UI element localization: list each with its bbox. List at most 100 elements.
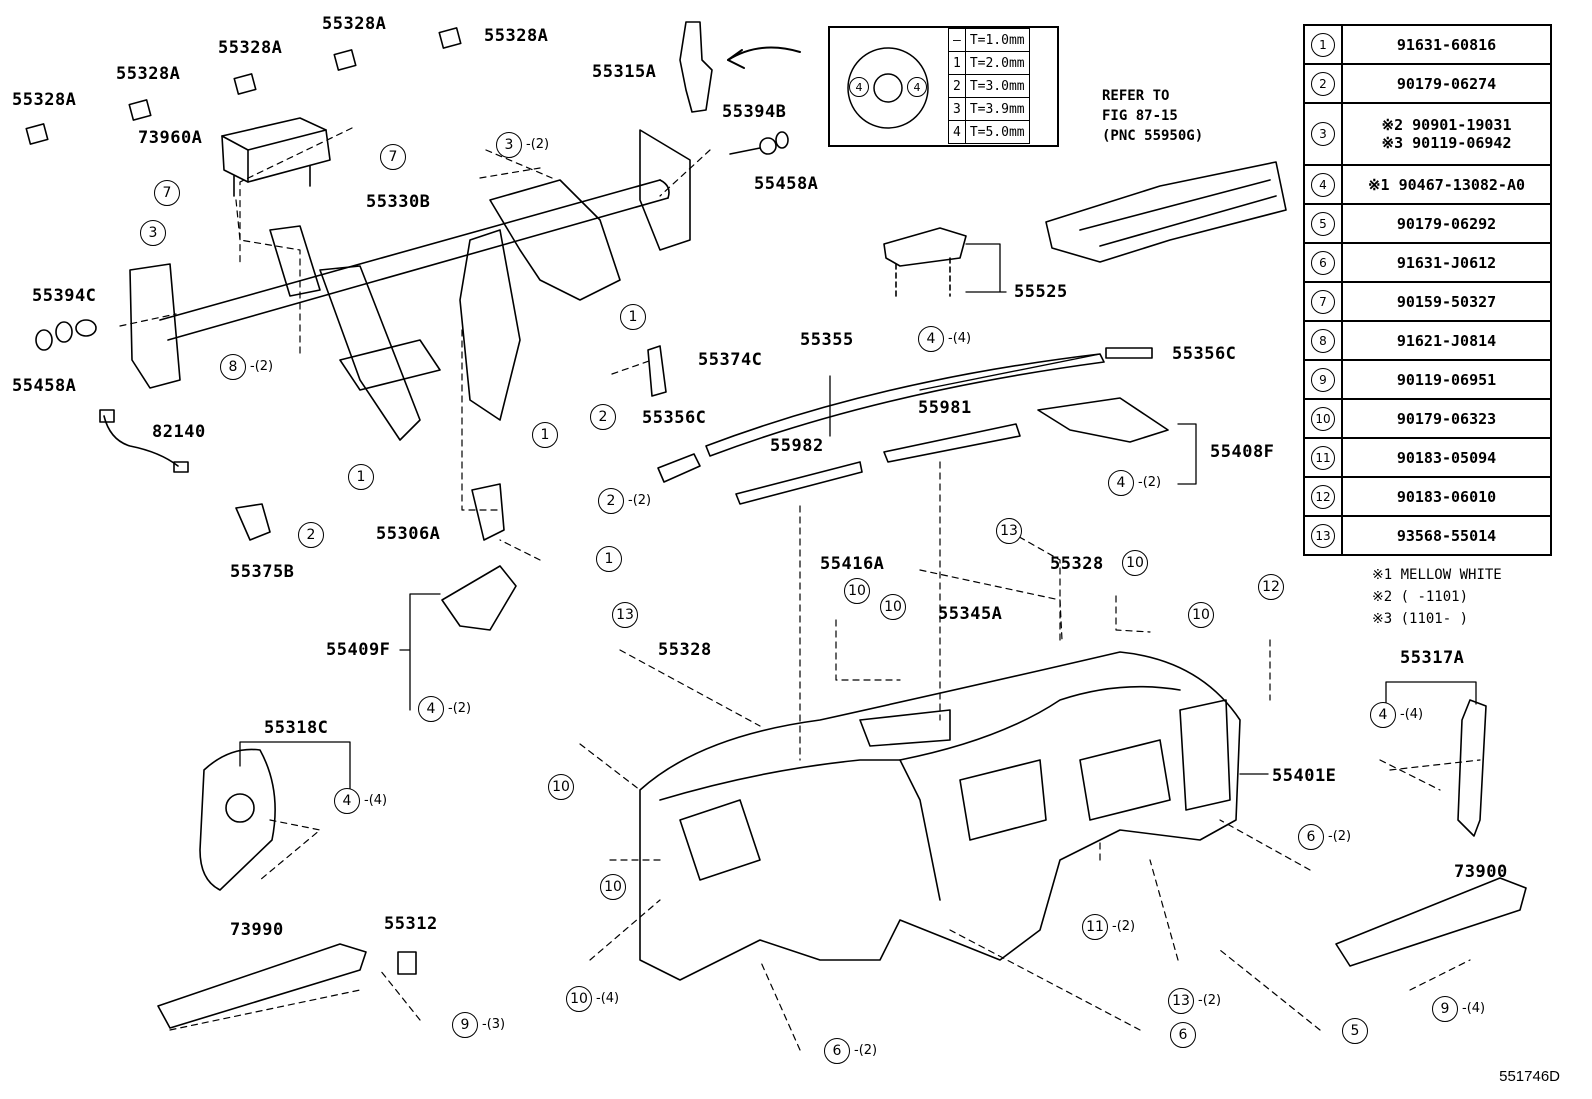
legend-number: 6 xyxy=(1311,250,1335,275)
callout-10: 10 xyxy=(566,986,592,1012)
callout-10: 10 xyxy=(548,774,574,800)
callout-qty: -(4) xyxy=(596,991,620,1006)
legend-part-number: 91631-60816 xyxy=(1341,24,1552,65)
callout-7: 7 xyxy=(380,144,406,170)
label-55330B: 55330B xyxy=(366,192,431,212)
callout-4: 4 xyxy=(334,788,360,814)
bracket-55374C xyxy=(647,345,667,397)
callout-13: 13 xyxy=(1168,988,1194,1014)
callout-qty: -(2) xyxy=(628,493,652,508)
label-55394B: 55394B xyxy=(722,102,787,122)
label-55345A: 55345A xyxy=(938,604,1003,624)
support-beam-55330B xyxy=(129,129,691,441)
label-55328A: 55328A xyxy=(218,38,283,58)
legend-part-number: ※1 90467-13082-A0 xyxy=(1341,164,1552,205)
callout-6: 6 xyxy=(1170,1022,1196,1048)
legend-number: 7 xyxy=(1311,289,1335,314)
callout-13: 13 xyxy=(996,518,1022,544)
callout-9: 9 xyxy=(452,1012,478,1038)
figure-code: 551746D xyxy=(1499,1068,1560,1085)
callout-10: 10 xyxy=(844,578,870,604)
label-55312: 55312 xyxy=(384,914,438,934)
label-73990: 73990 xyxy=(230,920,284,940)
callout-6: 6 xyxy=(824,1038,850,1064)
callout-1: 1 xyxy=(620,304,646,330)
label-55306A: 55306A xyxy=(376,524,441,544)
legend-number: 12 xyxy=(1311,484,1335,509)
legend-part-number: 90179-06323 xyxy=(1341,398,1552,439)
label-55458A: 55458A xyxy=(12,376,77,396)
label-73960A: 73960A xyxy=(138,128,203,148)
legend-number: 10 xyxy=(1311,406,1335,431)
legend-number: 3 xyxy=(1311,122,1335,146)
legend-part-number: 90119-06951 xyxy=(1341,359,1552,400)
clip-55312 xyxy=(397,951,417,975)
garnish-55355 xyxy=(705,353,1105,457)
label-55328: 55328 xyxy=(658,640,712,660)
label-55318C: 55318C xyxy=(264,718,329,738)
instrument-panel-55401E xyxy=(639,651,1241,981)
panel-55317A xyxy=(1457,699,1487,837)
callout-10: 10 xyxy=(880,594,906,620)
trim-73900 xyxy=(1335,877,1527,967)
label-55328A: 55328A xyxy=(322,14,387,34)
legend-number: 5 xyxy=(1311,211,1335,236)
legend-part-number: 90159-50327 xyxy=(1341,281,1552,322)
legend-part-number: 91621-J0814 xyxy=(1341,320,1552,361)
label-55401E: 55401E xyxy=(1272,766,1337,786)
legend-number: 4 xyxy=(1311,172,1335,197)
cover-55409F xyxy=(441,565,517,631)
label-55394C: 55394C xyxy=(32,286,97,306)
callout-qty: -(2) xyxy=(1328,829,1352,844)
callout-3: 3 xyxy=(140,220,166,246)
label-55328: 55328 xyxy=(1050,554,1104,574)
bracket-55375B xyxy=(235,503,271,541)
callout-qty: -(2) xyxy=(448,701,472,716)
callout-7: 7 xyxy=(154,180,180,206)
callout-qty: -(2) xyxy=(1138,475,1162,490)
callout-9: 9 xyxy=(1432,996,1458,1022)
label-55982: 55982 xyxy=(770,436,824,456)
cap-55394C xyxy=(35,319,97,351)
cap-55394B xyxy=(729,131,789,155)
callout-4: 4 xyxy=(1370,702,1396,728)
callout-10: 10 xyxy=(1188,602,1214,628)
shim-mark-right: 4 xyxy=(907,77,927,97)
label-leaders xyxy=(239,243,1477,791)
callout-4: 4 xyxy=(1108,470,1134,496)
label-55409F: 55409F xyxy=(326,640,391,660)
label-55328A: 55328A xyxy=(12,90,77,110)
panel-55318C xyxy=(199,748,276,891)
label-82140: 82140 xyxy=(152,422,206,442)
callout-6: 6 xyxy=(1298,824,1324,850)
bracket-55306A xyxy=(471,483,505,541)
garnish-55356C-right xyxy=(1105,347,1153,359)
legend-part-number: 90183-06010 xyxy=(1341,476,1552,517)
legend-number: 1 xyxy=(1311,32,1335,57)
callout-4: 4 xyxy=(918,326,944,352)
label-55328A: 55328A xyxy=(116,64,181,84)
leader-lines xyxy=(119,127,1481,1051)
label-55525: 55525 xyxy=(1014,282,1068,302)
shim-washer-icon xyxy=(847,47,929,129)
callout-qty: -(2) xyxy=(250,359,274,374)
callout-10: 10 xyxy=(600,874,626,900)
label-55328A: 55328A xyxy=(484,26,549,46)
label-55356C: 55356C xyxy=(642,408,707,428)
label-55315A: 55315A xyxy=(592,62,657,82)
legend-notes: ※1 MELLOW WHITE ※2 ( -1101) ※3 (1101- ) xyxy=(1372,567,1502,627)
bracket-55315A xyxy=(679,21,713,113)
label-55356C: 55356C xyxy=(1172,344,1237,364)
callout-1: 1 xyxy=(532,422,558,448)
part-73960A xyxy=(221,117,331,197)
